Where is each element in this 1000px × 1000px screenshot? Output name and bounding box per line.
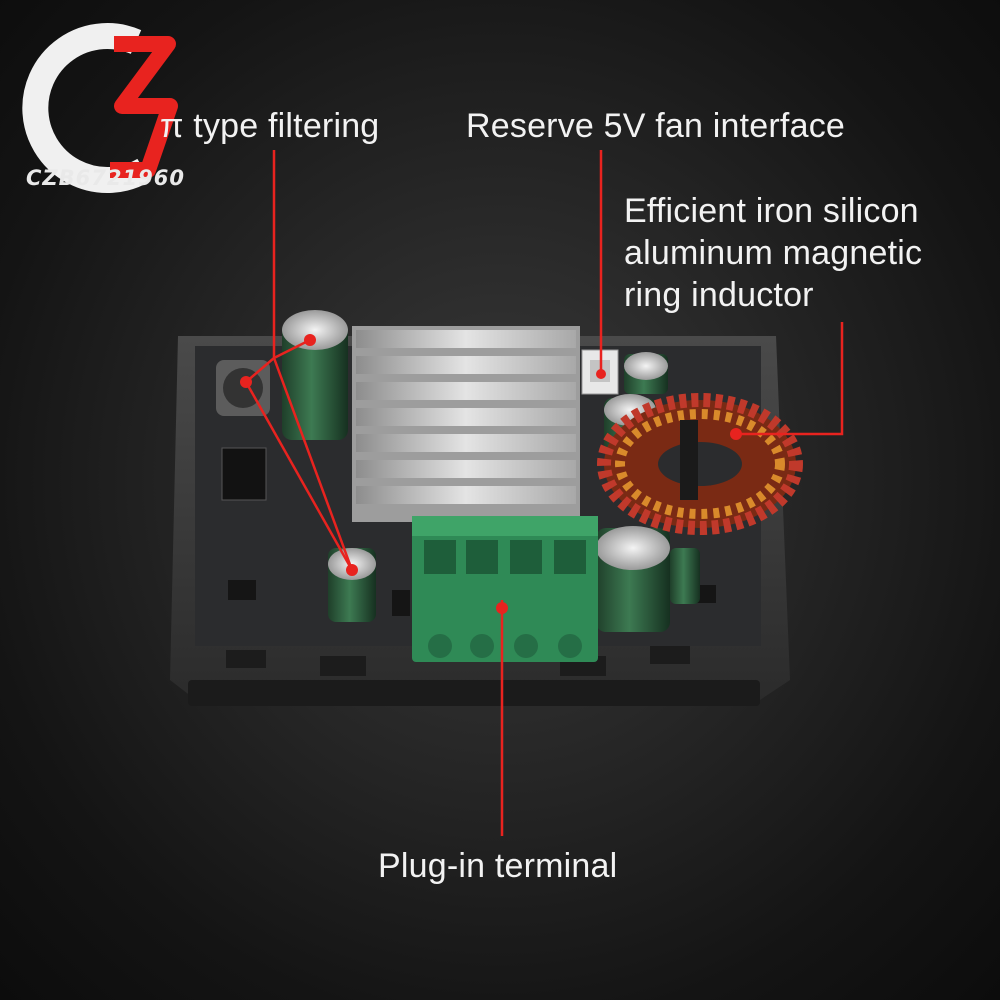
callout-dots bbox=[240, 334, 742, 614]
label-inductor-line-1: Efficient iron silicon bbox=[624, 192, 919, 230]
label-plug-in-terminal: Plug-in terminal bbox=[378, 847, 618, 885]
heatsink bbox=[352, 326, 580, 522]
label-fan-interface: Reserve 5V fan interface bbox=[466, 107, 845, 145]
label-inductor-line-3: ring inductor bbox=[624, 276, 814, 314]
watermark-text: CZB6721960 bbox=[26, 166, 185, 190]
label-inductor-line-2: aluminum magnetic bbox=[624, 234, 923, 272]
label-ring-inductor: Efficient iron silicon aluminum magnetic… bbox=[624, 190, 922, 316]
label-pi-filter: π type filtering bbox=[160, 107, 380, 145]
callout-lines bbox=[244, 150, 844, 836]
brand-logo bbox=[22, 23, 178, 193]
ring-inductor bbox=[597, 393, 803, 535]
terminal-block bbox=[412, 516, 598, 662]
